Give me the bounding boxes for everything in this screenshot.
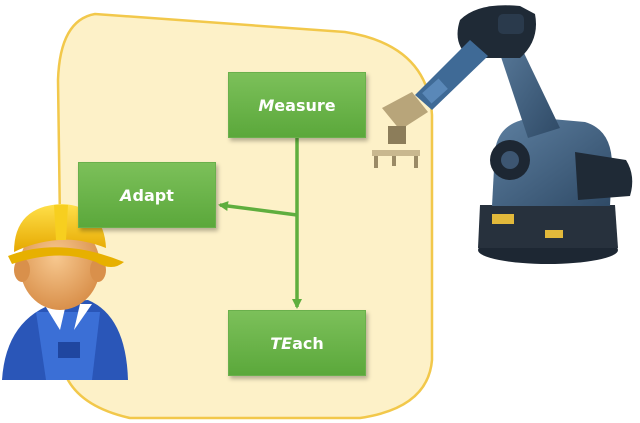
measure-step-lead: M (258, 95, 275, 115)
measure-step-rest: easure (274, 95, 336, 115)
teach-step-rest: ach (292, 333, 324, 353)
adapt-step-rest: dapt (132, 185, 174, 205)
industrial-robot-icon (372, 5, 633, 264)
adapt-step-lead: A (120, 185, 133, 205)
worker-icon (2, 204, 128, 380)
arrow-to-adapt (218, 201, 298, 217)
teach-step-lead: TE (270, 333, 293, 353)
